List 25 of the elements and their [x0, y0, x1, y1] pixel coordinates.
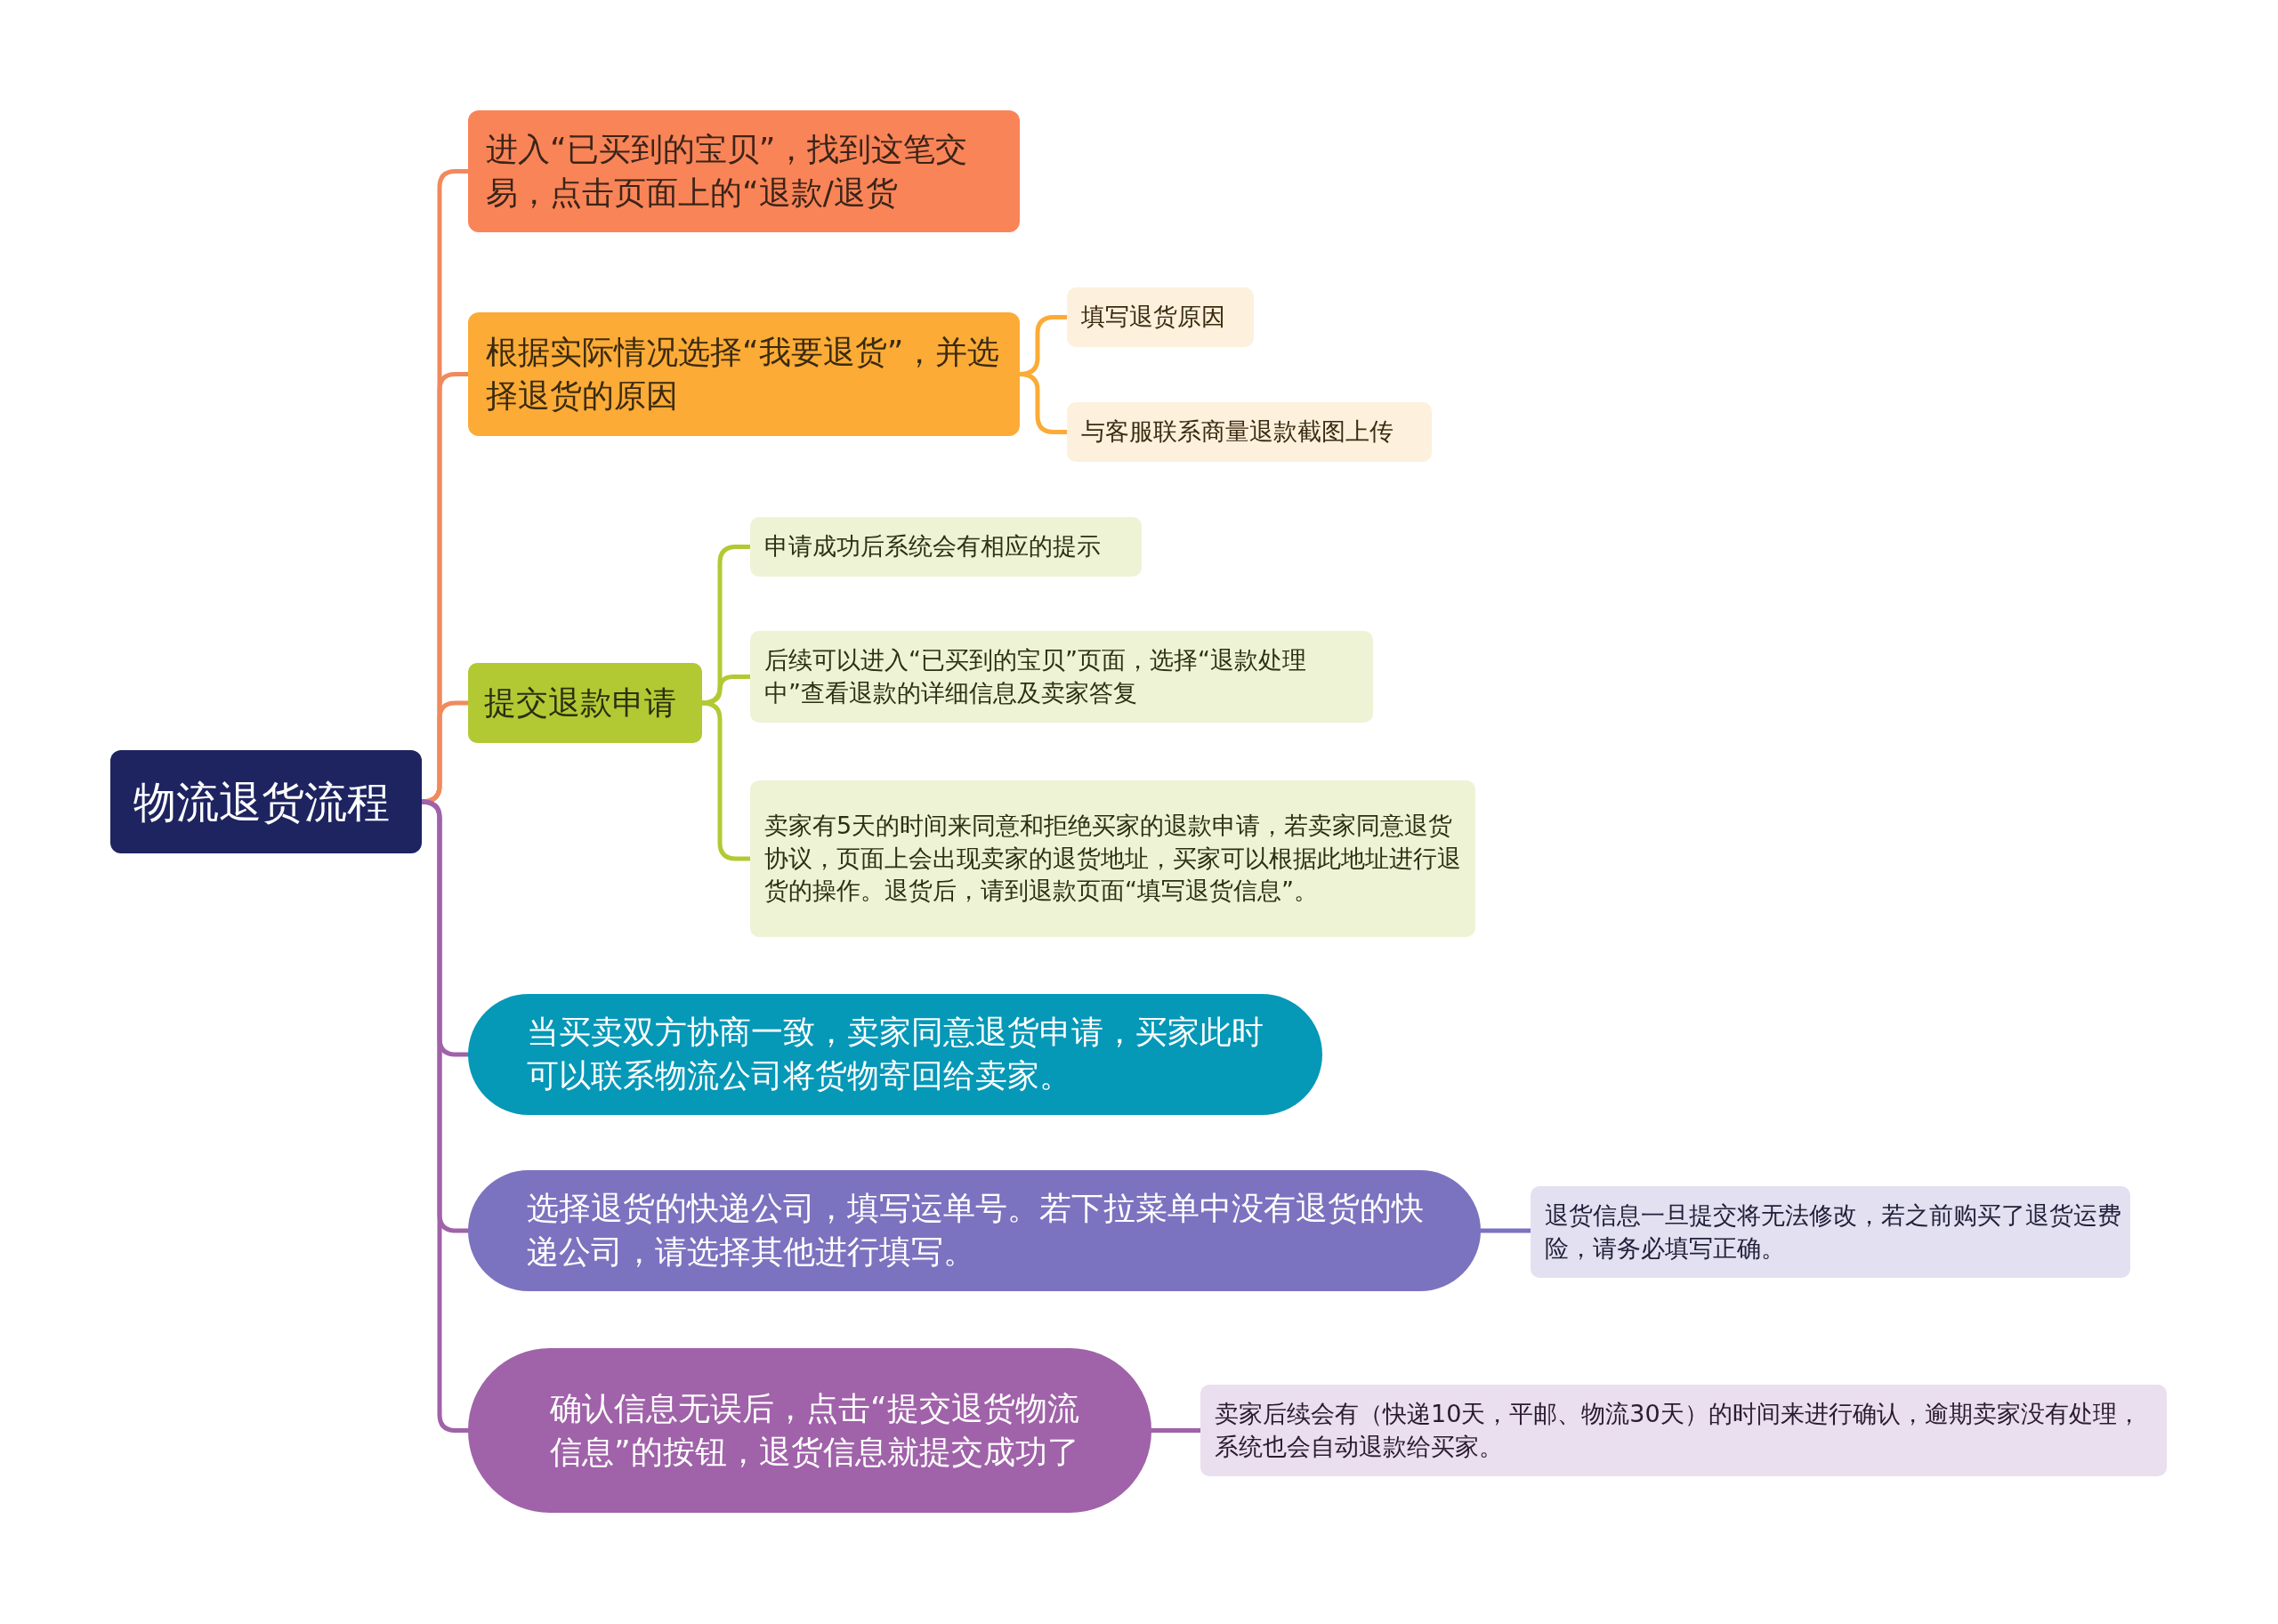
root-topic: [110, 750, 422, 853]
subtopic-box: [750, 631, 1373, 723]
topic-text: 与客服联系商量退款截图上传: [1081, 416, 1394, 448]
topic-text: 后续可以进入“已买到的宝贝”页面，选择“退款处理中”查看退款的详细信息及卖家答复: [764, 645, 1307, 708]
topic-text: 填写退货原因: [1081, 302, 1226, 333]
topic-box: [468, 312, 1020, 436]
topic-text: 根据实际情况选择“我要退货”，并选择退货的原因: [486, 332, 1001, 416]
topic-text: 提交退款申请: [484, 683, 677, 723]
subtopic-box: [1067, 402, 1432, 462]
topic-text: 卖家后续会有（快递10天，平邮、物流30天）的时间来进行确认，逾期卖家没有处理，系统也会自动退款给买家。: [1215, 1399, 2142, 1462]
topic-box: [468, 110, 1020, 232]
subtopic-box: [1067, 287, 1254, 347]
subtopic-box: [1200, 1385, 2167, 1476]
subtopic-box: [750, 780, 1475, 937]
topic-text: 当买卖双方协商一致，卖家同意退货申请，买家此时可以联系物流公司将货物寄回给卖家。: [527, 1013, 1264, 1095]
topic-text: 退货信息一旦提交将无法修改，若之前购买了退货运费险，请务必填写正确。: [1545, 1200, 2122, 1264]
topic-text: 选择退货的快递公司，填写运单号。若下拉菜单中没有退货的快递公司，请选择其他进行填写。: [527, 1189, 1425, 1272]
topic-text: 确认信息无误后，点击“提交退货物流信息”的按钮，退货信息就提交成功了: [550, 1388, 1080, 1472]
topic-box: [468, 663, 702, 743]
topic-text: 进入“已买到的宝贝”，找到这笔交易，点击页面上的“退款/退货: [486, 129, 969, 213]
topic-text: 物流退货流程: [133, 775, 391, 828]
topic-text: 申请成功后系统会有相应的提示: [764, 531, 1102, 562]
topic-text: 卖家有5天的时间来同意和拒绝买家的退款申请，若卖家同意退货协议，页面上会出现卖家的退货地址，买家可以根据此地址进行退货的操作。退货后，请到退款页面“填写退货信息”。: [764, 811, 1462, 907]
subtopic-box: [1531, 1186, 2130, 1278]
subtopic-box: [750, 517, 1142, 577]
